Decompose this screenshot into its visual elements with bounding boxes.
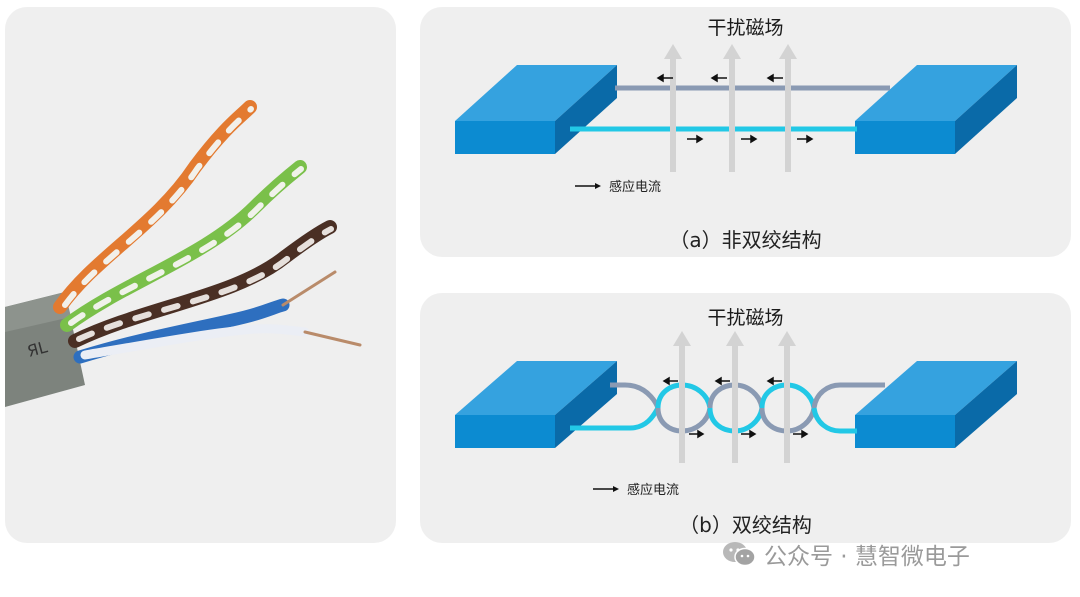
field-title: 干扰磁场 [707, 307, 784, 329]
twisted-illustration [455, 331, 1017, 463]
caption-b: （b）双绞结构 [679, 513, 812, 537]
cable-photo: ЯL [5, 7, 396, 543]
right-device-block [855, 65, 1017, 121]
twisted-wire-pair [570, 382, 885, 434]
caption-a: （a）非双绞结构 [669, 228, 822, 252]
legend: 感应电流 [593, 479, 679, 498]
watermark: 公众号 · 慧智微电子 [722, 537, 970, 571]
field-title: 干扰磁场 [707, 17, 784, 39]
non-twisted-illustration [455, 44, 1017, 172]
svg-text:ЯL: ЯL [25, 337, 49, 361]
diagram-non-twisted: 干扰磁场 感应电流 （a）非双绞结构 [420, 7, 1071, 257]
wechat-icon [723, 542, 756, 567]
arrow-right-icon [575, 182, 601, 189]
left-device-block [455, 65, 617, 121]
watermark-text: 公众号 · 慧智微电子 [764, 544, 970, 570]
twisted-pair-cable-illustration: ЯL [5, 100, 362, 407]
diagram-twisted: 干扰磁场 感应电流 （b）双绞结构 [420, 293, 1071, 543]
left-device-block [455, 361, 617, 415]
induced-current-arrows [662, 376, 809, 439]
legend-label: 感应电流 [627, 483, 680, 498]
legend: 感应电流 [575, 176, 661, 195]
interference-field-arrows [673, 331, 796, 463]
interference-field-arrows [664, 44, 797, 172]
induced-current-arrows [656, 73, 814, 144]
legend-label: 感应电流 [609, 180, 662, 195]
arrow-right-icon [593, 485, 619, 492]
right-device-block [855, 361, 1017, 415]
